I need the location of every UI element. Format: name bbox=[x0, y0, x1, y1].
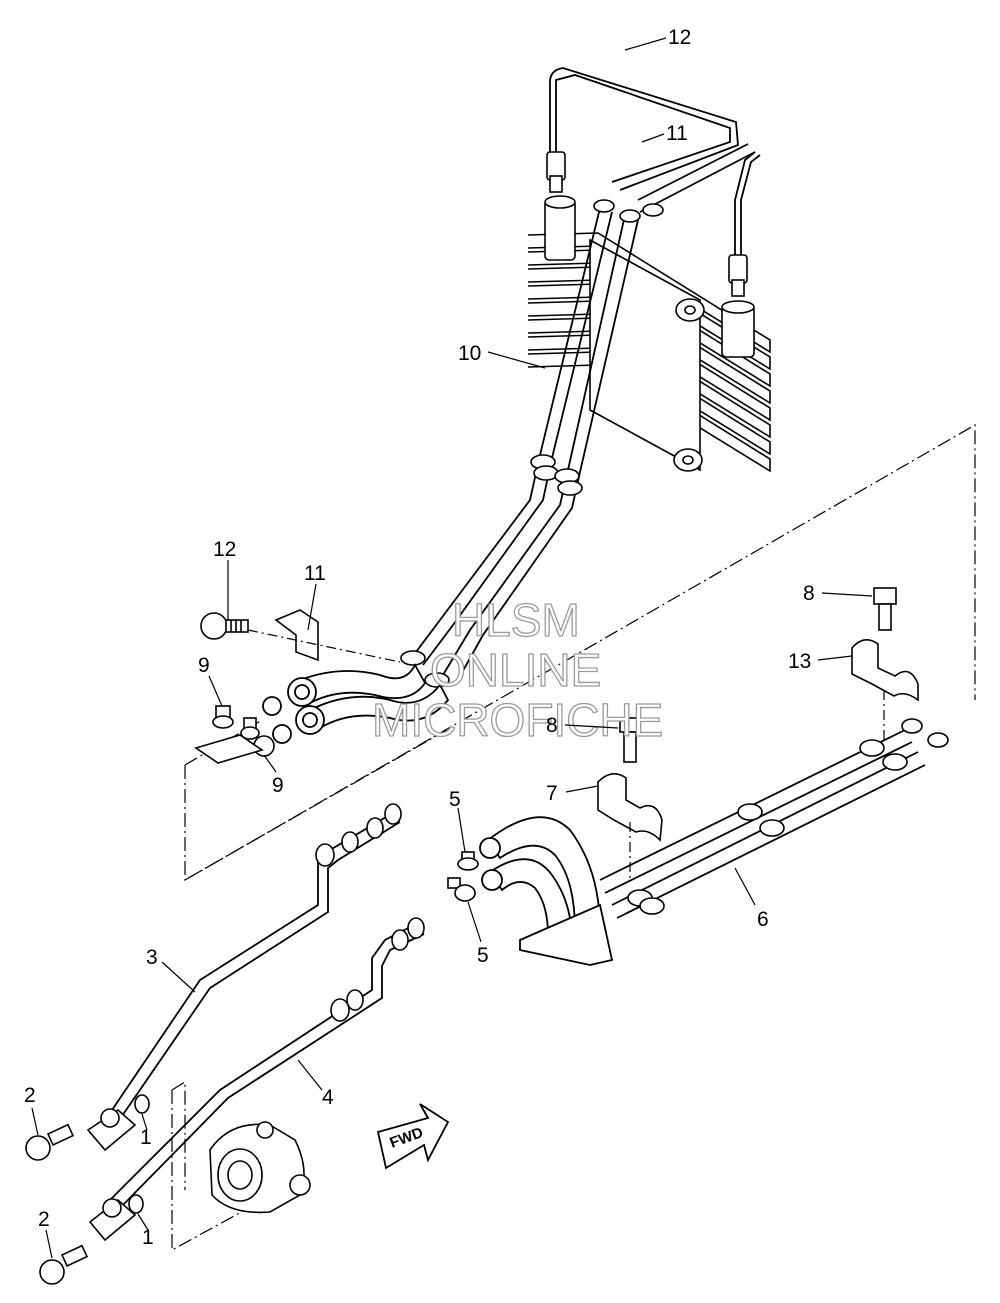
callout-12-lower: 12 bbox=[213, 538, 236, 561]
callout-2-upper: 2 bbox=[24, 1084, 36, 1107]
leader-lines bbox=[31, 37, 873, 1259]
callout-9-upper: 9 bbox=[198, 654, 210, 677]
callout-5-lower: 5 bbox=[477, 944, 489, 967]
oil-cooler bbox=[527, 195, 771, 473]
callout-5-upper: 5 bbox=[449, 788, 461, 811]
callout-2-lower: 2 bbox=[38, 1208, 50, 1231]
bolt-8-upper bbox=[873, 587, 897, 631]
clip-5 bbox=[447, 851, 479, 902]
callout-1-upper: 1 bbox=[140, 1126, 152, 1149]
watermark-line3: MICROFICHE bbox=[372, 694, 663, 746]
pipe-6-collars bbox=[627, 718, 949, 915]
callout-8-upper: 8 bbox=[803, 582, 815, 605]
callout-6: 6 bbox=[757, 908, 769, 931]
callout-12-top: 12 bbox=[668, 26, 691, 49]
bolt-2-upper bbox=[25, 1123, 75, 1161]
bolt-12-lower bbox=[200, 612, 249, 640]
clip-9 bbox=[194, 705, 275, 764]
bracket-7 bbox=[597, 773, 663, 880]
clamp-11-lower bbox=[247, 609, 401, 663]
cooler-port-left bbox=[544, 199, 576, 261]
lower-hoses bbox=[479, 816, 614, 966]
watermark: HLSM ONLINE MICROFICHE bbox=[371, 593, 664, 746]
bracket-13 bbox=[851, 639, 919, 740]
o-rings-1 bbox=[128, 1094, 150, 1214]
callout-8-lower: 8 bbox=[546, 714, 558, 737]
callout-9-lower: 9 bbox=[272, 774, 284, 797]
callout-4: 4 bbox=[322, 1086, 334, 1109]
cooler-body bbox=[589, 238, 701, 472]
callout-13: 13 bbox=[788, 650, 811, 673]
pipe-3-4-collars bbox=[315, 803, 425, 1022]
cooler-port-fittings bbox=[546, 151, 748, 297]
bolt-2-lower bbox=[39, 1244, 89, 1285]
callouts: 12 11 10 12 11 9 9 8 13 8 7 5 5 6 3 4 2 … bbox=[24, 26, 815, 1249]
callout-3: 3 bbox=[146, 946, 158, 969]
callout-10: 10 bbox=[458, 342, 481, 365]
callout-7: 7 bbox=[546, 782, 558, 805]
callout-11-top: 11 bbox=[666, 122, 688, 145]
watermark-line2: ONLINE bbox=[430, 644, 601, 696]
hose-junction bbox=[262, 663, 450, 744]
oil-port-housing bbox=[209, 1121, 311, 1214]
bolt-8-lower bbox=[619, 717, 641, 763]
callout-11-lower: 11 bbox=[304, 562, 326, 585]
pipe-flanges bbox=[86, 1108, 137, 1242]
pipe-10 bbox=[409, 207, 639, 686]
watermark-line1: HLSM bbox=[452, 594, 580, 646]
fwd-arrow-icon: FWD bbox=[376, 1103, 450, 1170]
callout-1-lower: 1 bbox=[142, 1226, 154, 1249]
cooler-upper-pipes bbox=[549, 67, 761, 255]
pipe-10-collars bbox=[400, 199, 664, 688]
